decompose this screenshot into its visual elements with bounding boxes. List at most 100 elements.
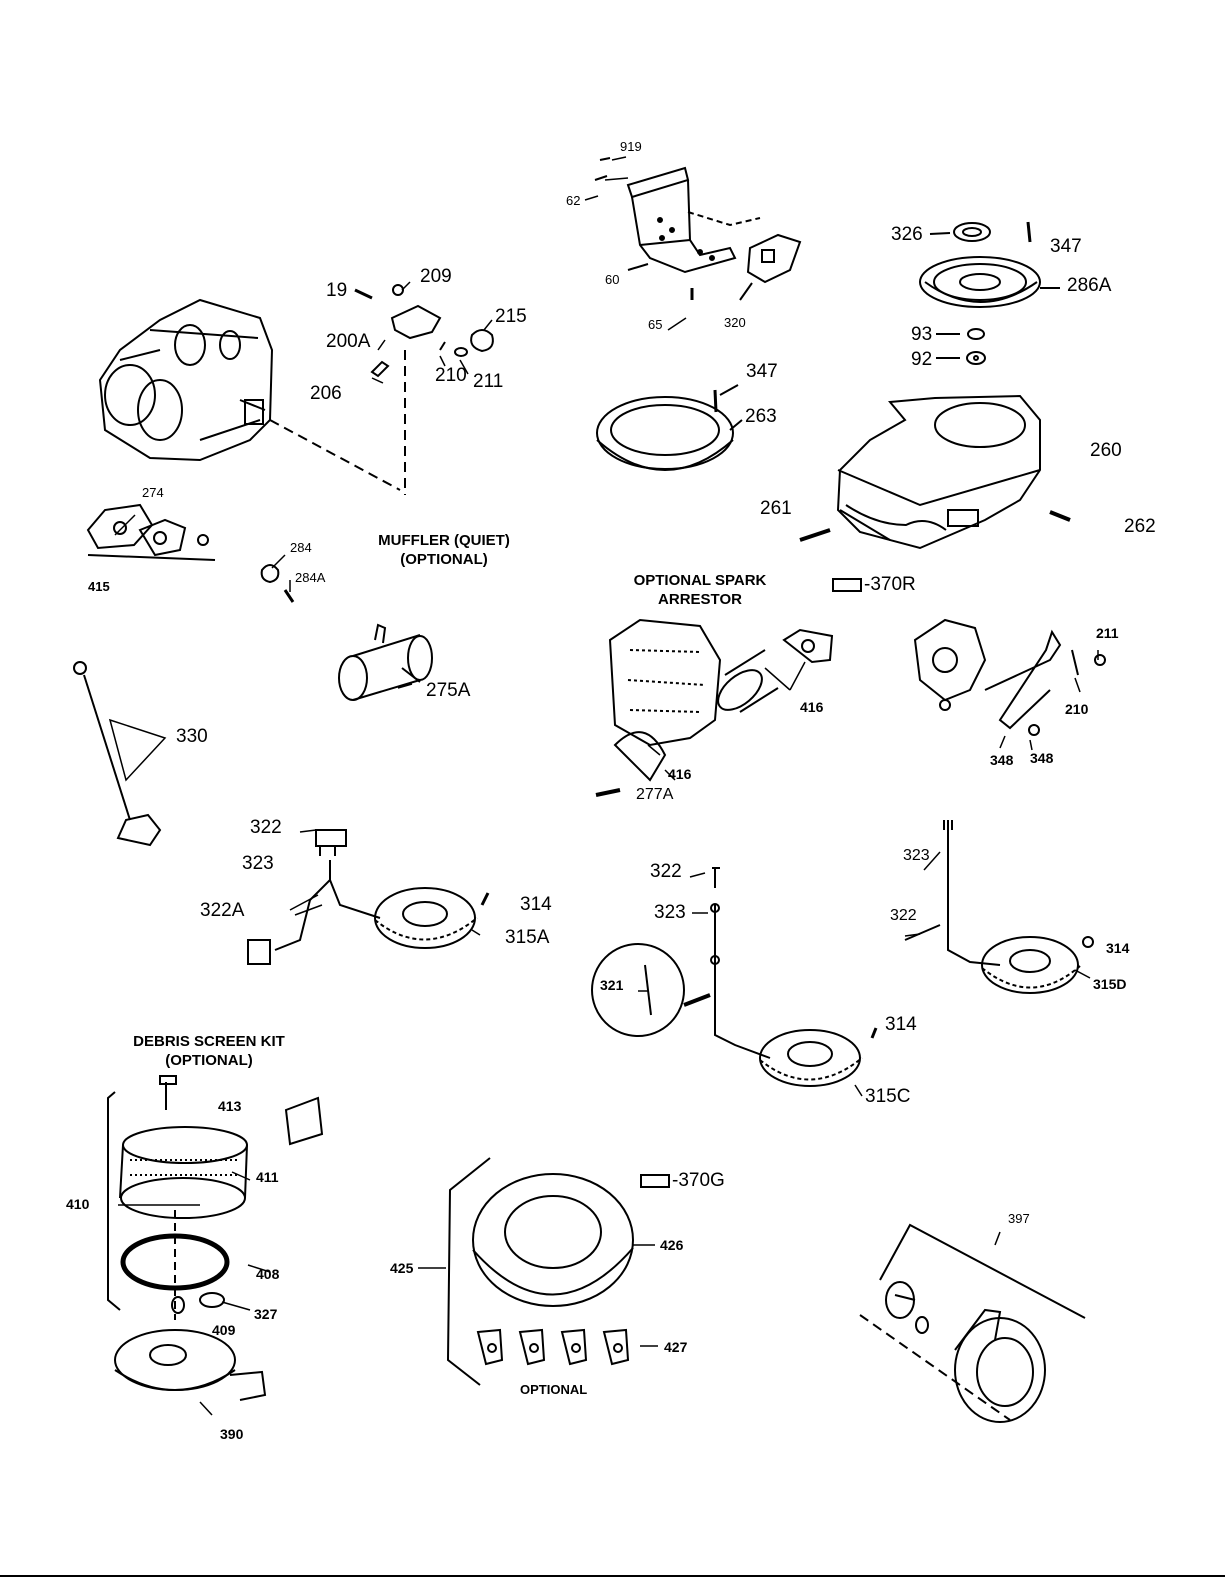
part-211-carb: 211 bbox=[1096, 625, 1119, 641]
part-206: 206 bbox=[310, 383, 342, 404]
part-209: 209 bbox=[420, 266, 452, 287]
part-260: 260 bbox=[1090, 440, 1122, 461]
part-275A: 275A bbox=[426, 680, 471, 701]
part-19: 19 bbox=[326, 280, 348, 301]
part-322-right: 322 bbox=[890, 907, 917, 924]
spark-caption-line2: ARRESTOR bbox=[658, 590, 742, 608]
part-413: 413 bbox=[218, 1098, 242, 1114]
part-348-left: 348 bbox=[990, 752, 1014, 768]
part-321: 321 bbox=[600, 977, 624, 993]
control-bracket bbox=[594, 156, 761, 274]
idle-control-320 bbox=[739, 233, 802, 301]
part-315A: 315A bbox=[505, 927, 550, 948]
spark-arrestor-muffler bbox=[608, 618, 834, 782]
part-416-screen: 416 bbox=[668, 766, 692, 782]
optional-caption: OPTIONAL bbox=[520, 1382, 588, 1397]
washer-326 bbox=[953, 222, 991, 242]
decal-370R: -370R bbox=[832, 574, 916, 596]
alternator-315A bbox=[247, 829, 490, 965]
part-323-right: 323 bbox=[903, 847, 930, 864]
part-409: 409 bbox=[212, 1322, 236, 1338]
part-210-carb: 210 bbox=[1065, 701, 1089, 717]
spark-caption-line1: OPTIONAL SPARK bbox=[633, 572, 767, 589]
flywheel-286A bbox=[919, 256, 1041, 308]
ignition-lead-330 bbox=[73, 661, 167, 847]
clips-427 bbox=[476, 1328, 630, 1366]
part-286A: 286A bbox=[1067, 275, 1112, 296]
part-427: 427 bbox=[664, 1339, 688, 1355]
part-284: 284 bbox=[290, 540, 312, 555]
part-322-mid: 322 bbox=[650, 861, 682, 882]
part-274: 274 bbox=[142, 485, 164, 500]
engine-block bbox=[98, 298, 406, 495]
part-410: 410 bbox=[66, 1196, 90, 1212]
part-411: 411 bbox=[256, 1169, 279, 1185]
gasket-set-415 bbox=[86, 503, 216, 561]
part-322-left: 322 bbox=[250, 817, 282, 838]
part-416-gasket: 416 bbox=[800, 699, 824, 715]
part-314-mid: 314 bbox=[885, 1014, 917, 1035]
cylinder-cover-263 bbox=[596, 396, 734, 471]
muffler-275A bbox=[338, 623, 433, 701]
part-215: 215 bbox=[495, 306, 527, 327]
part-322A: 322A bbox=[200, 900, 245, 921]
part-60: 60 bbox=[605, 272, 620, 287]
muffler-caption: MUFFLER (QUIET) (OPTIONAL) bbox=[356, 532, 532, 570]
debris-caption-line1: DEBRIS SCREEN KIT bbox=[133, 1033, 285, 1050]
decal-370G: -370G bbox=[640, 1170, 725, 1192]
recoil-starter-397 bbox=[859, 1223, 1086, 1423]
bottom-rule bbox=[0, 1575, 1225, 1577]
part-323-left: 323 bbox=[242, 853, 274, 874]
carburetor bbox=[913, 618, 1106, 736]
part-277A: 277A bbox=[636, 786, 674, 803]
part-330: 330 bbox=[176, 726, 208, 747]
part-93: 93 bbox=[911, 324, 933, 345]
part-284A: 284A bbox=[295, 570, 326, 585]
decal-370R-label: -370R bbox=[864, 574, 916, 595]
part-408: 408 bbox=[256, 1266, 280, 1282]
alternator-315D bbox=[904, 820, 1094, 994]
governor-linkage bbox=[354, 284, 494, 378]
part-62: 62 bbox=[566, 193, 581, 208]
part-390: 390 bbox=[220, 1426, 244, 1442]
part-261: 261 bbox=[760, 498, 792, 519]
part-211-top: 211 bbox=[473, 371, 504, 392]
decal-370G-label: -370G bbox=[672, 1170, 725, 1191]
part-92: 92 bbox=[911, 349, 933, 370]
part-347-mid: 347 bbox=[746, 361, 778, 382]
part-327: 327 bbox=[254, 1306, 278, 1322]
decal-370R-icon bbox=[832, 578, 862, 592]
part-326: 326 bbox=[891, 224, 923, 245]
debris-caption-line2: (OPTIONAL) bbox=[165, 1051, 253, 1069]
part-415: 415 bbox=[88, 579, 110, 594]
part-210-top: 210 bbox=[435, 365, 467, 386]
part-426: 426 bbox=[660, 1237, 684, 1253]
alternator-315C bbox=[591, 867, 878, 1087]
part-263: 263 bbox=[745, 406, 777, 427]
leader-lines bbox=[114, 195, 1099, 1416]
spark-arrestor-caption: OPTIONAL SPARK ARRESTOR bbox=[600, 572, 800, 610]
debris-kit-caption: DEBRIS SCREEN KIT (OPTIONAL) bbox=[104, 1033, 314, 1071]
decal-370G-icon bbox=[640, 1174, 670, 1188]
blower-housing-260 bbox=[836, 394, 1041, 550]
muffler-caption-line1: MUFFLER (QUIET) bbox=[378, 532, 510, 549]
air-cleaner-element-426 bbox=[446, 1157, 634, 1386]
part-262: 262 bbox=[1124, 516, 1156, 537]
part-323-mid: 323 bbox=[654, 902, 686, 923]
part-919: 919 bbox=[620, 139, 642, 154]
part-315C: 315C bbox=[865, 1086, 911, 1107]
part-314-right: 314 bbox=[1106, 940, 1130, 956]
part-397: 397 bbox=[1008, 1211, 1030, 1226]
part-200A: 200A bbox=[326, 331, 371, 352]
part-347-top: 347 bbox=[1050, 236, 1082, 257]
part-65: 65 bbox=[648, 317, 663, 332]
part-425: 425 bbox=[390, 1260, 414, 1276]
part-348-right: 348 bbox=[1030, 750, 1054, 766]
debris-screen-kit bbox=[107, 1075, 324, 1401]
part-314-left: 314 bbox=[520, 894, 552, 915]
part-315D: 315D bbox=[1093, 976, 1127, 992]
part-320: 320 bbox=[724, 315, 746, 330]
muffler-caption-line2: (OPTIONAL) bbox=[400, 550, 488, 568]
